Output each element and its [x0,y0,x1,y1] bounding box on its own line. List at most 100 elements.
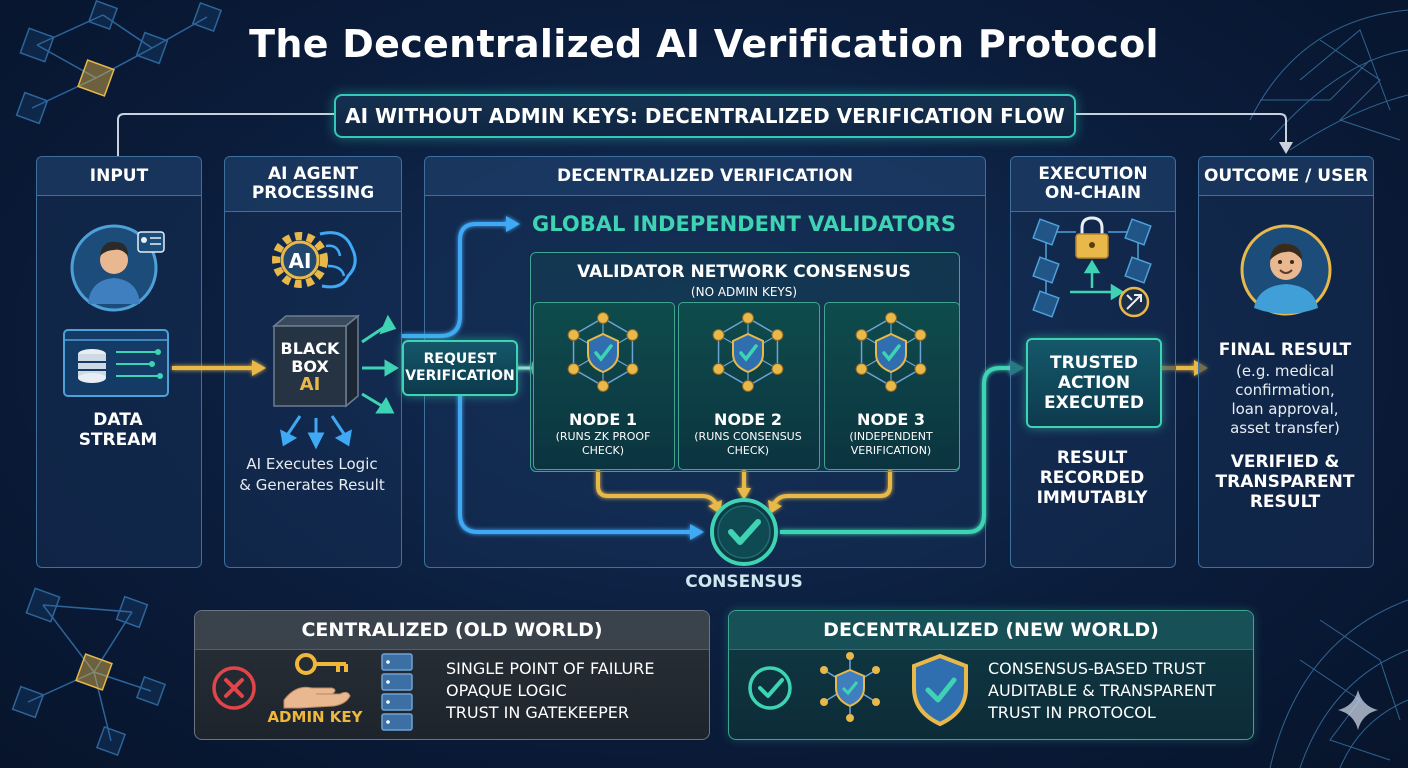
network-shield-icon [820,652,880,722]
execution-panel-header: EXECUTION ON-CHAIN [1011,157,1175,212]
validator-network-note: (NO ADMIN KEYS) [690,285,798,299]
trusted-action-line3: EXECUTED [1044,393,1144,413]
blockchain-lock-icon [1032,216,1152,318]
decentralized-panel: DECENTRALIZED (NEW WORLD) [728,610,1254,740]
trusted-action-line1: TRUSTED [1049,353,1139,373]
execution-header-line2: ON-CHAIN [1044,183,1142,203]
black-box-icon [271,314,361,408]
gold-shield-check-icon [912,653,968,727]
final-result-title: FINAL RESULT [1218,340,1352,360]
data-stream-line2: STREAM [78,430,158,450]
green-check-icon [748,666,792,710]
result-recorded-line1: RESULT [1056,448,1128,468]
ai-agent-caption-line1: AI Executes Logic [246,455,378,473]
verification-panel-header: DECENTRALIZED VERIFICATION [425,157,985,196]
node-1-desc: (RUNS ZK PROOF CHECK) [533,430,673,458]
centralized-point-2: OPAQUE LOGIC [446,681,567,700]
decentralized-point-1: CONSENSUS-BASED TRUST [988,659,1206,678]
consensus-check-icon [710,498,778,566]
trusted-action-box: TRUSTED ACTION EXECUTED [1026,338,1162,428]
node-2-desc-line1: (RUNS CONSENSUS [694,430,802,443]
request-line1: REQUEST [423,351,497,367]
node-3-desc-line2: VERIFICATION) [850,444,932,457]
ai-agent-header-line1: AI AGENT [268,164,358,184]
decentralized-point-2: AUDITABLE & TRANSPARENT [988,681,1216,700]
ai-agent-caption: AI Executes Logic & Generates Result [224,454,400,496]
node-2-shield-network-icon [712,312,784,392]
cube-network-top-left [15,0,223,125]
black-box-line2: BOX [291,357,329,376]
validator-network-title: VALIDATOR NETWORK CONSENSUS [577,262,911,282]
node-2-name: NODE 2 [714,410,782,429]
node-2-desc-line2: CHECK) [726,444,770,457]
final-result-line3: loan approval, [1231,400,1339,418]
execution-header-line1: EXECUTION [1038,164,1148,184]
global-validators-title: GLOBAL INDEPENDENT VALIDATORS [532,212,956,236]
decentralized-header-text: DECENTRALIZED (NEW WORLD) [823,619,1159,641]
black-box-line1: BLACK [280,339,340,358]
final-result-examples: (e.g. medical confirmation, loan approva… [1198,362,1372,438]
input-panel-header: INPUT [37,157,201,196]
arrow-validator-loop [402,222,508,338]
outcome-header-text: OUTCOME / USER [1203,165,1369,186]
request-line2: VERIFICATION [405,368,515,384]
page-title: The Decentralized AI Verification Protoc… [249,22,1159,66]
verified-line2: TRANSPARENT [1215,472,1355,492]
black-box-output-arrows [280,314,399,450]
ai-agent-panel-header: AI AGENT PROCESSING [225,157,401,212]
decentralized-icons [748,652,968,727]
arrow-consensus-to-execution [780,366,1012,534]
arrow-node1-to-consensus [596,470,718,505]
outcome-panel-header: OUTCOME / USER [1199,157,1373,196]
outcome-panel: OUTCOME / USER [1198,156,1374,568]
final-result-line1: (e.g. medical [1235,362,1335,380]
black-box-line3: AI [299,374,321,395]
final-result-line2: confirmation, [1235,381,1335,399]
admin-key-label: ADMIN KEY [267,708,363,726]
decentralized-header: DECENTRALIZED (NEW WORLD) [729,611,1253,650]
input-header-text: INPUT [89,165,149,186]
user-profile-icon [70,224,165,312]
ai-agent-caption-line2: & Generates Result [239,476,385,494]
request-verification-box: REQUEST VERIFICATION [402,340,518,396]
server-stack-icon [381,653,413,731]
red-x-icon [212,666,256,710]
result-recorded-line3: IMMUTABLY [1036,488,1148,508]
cube-network-bottom-left [11,587,167,757]
node-3-desc-line1: (INDEPENDENT [849,430,933,443]
consensus-label: CONSENSUS [685,572,803,592]
verified-result-label: VERIFIED & TRANSPARENT RESULT [1198,452,1372,512]
node-3-shield-network-icon [855,312,927,392]
black-box-label: BLACK BOX AI [274,340,346,394]
node-1-desc-line1: (RUNS ZK PROOF [555,430,651,443]
data-stream-icon [63,329,169,397]
user-avatar-icon [1240,224,1332,316]
gold-cube-bottom [75,653,113,691]
ai-agent-header-line2: PROCESSING [251,183,375,203]
sparkle-icon [1338,690,1378,730]
centralized-header-text: CENTRALIZED (OLD WORLD) [301,619,603,641]
node-2-desc: (RUNS CONSENSUS CHECK) [678,430,818,458]
verified-line1: VERIFIED & [1230,452,1340,472]
gold-cube-top [77,59,115,97]
node-1-shield-network-icon [567,312,639,392]
admin-key-icon [283,653,351,709]
decentralized-points: CONSENSUS-BASED TRUST AUDITABLE & TRANSP… [988,658,1216,724]
centralized-panel: CENTRALIZED (OLD WORLD) [194,610,710,740]
final-result-line4: asset transfer) [1230,419,1340,437]
result-recorded-line2: RECORDED [1039,468,1145,488]
node-3-name: NODE 3 [857,410,925,429]
arrow-node3-to-consensus [772,470,892,505]
result-recorded-label: RESULT RECORDED IMMUTABLY [1010,448,1174,508]
centralized-point-3: TRUST IN GATEKEEPER [446,703,629,722]
centralized-point-1: SINGLE POINT OF FAILURE [446,659,655,678]
data-stream-label: DATA STREAM [36,410,200,450]
centralized-icons [212,653,413,731]
node-3-desc: (INDEPENDENT VERIFICATION) [824,430,958,458]
node-1-name: NODE 1 [569,410,637,429]
ai-gear-text: AI [289,249,312,273]
trusted-action-line2: ACTION [1057,373,1131,393]
ai-gear-brain-icon: AI [272,231,357,289]
